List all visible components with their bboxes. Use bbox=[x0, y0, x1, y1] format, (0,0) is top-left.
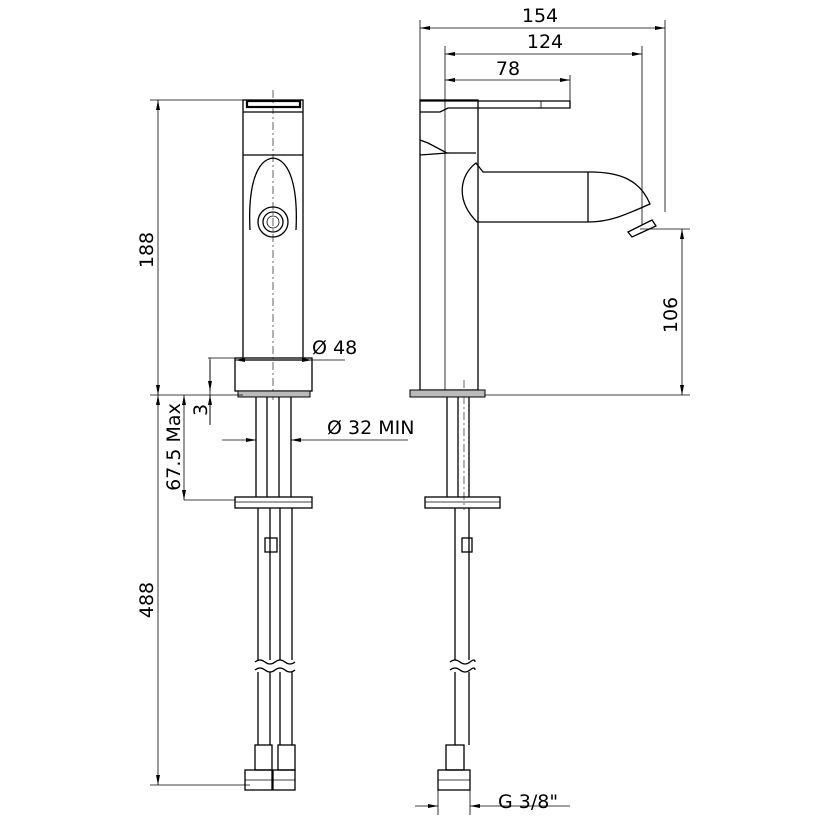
dim-diameter-32-min: Ø 32 MIN bbox=[327, 417, 414, 439]
dim-3: 3 bbox=[190, 404, 212, 416]
dim-67-5-max: 67.5 Max bbox=[163, 403, 185, 491]
spout bbox=[461, 162, 651, 223]
threaded-rods bbox=[255, 397, 292, 497]
lever bbox=[420, 100, 571, 113]
dim-488: 488 bbox=[136, 582, 158, 618]
dim-188: 188 bbox=[136, 232, 158, 268]
front-dimensions: 188 488 Ø 48 3 67.5 Max Ø 32 MIN bbox=[136, 99, 414, 786]
fixing-plate bbox=[234, 496, 313, 509]
dim-124: 124 bbox=[527, 31, 563, 53]
dim-78: 78 bbox=[496, 58, 520, 80]
lever-cap bbox=[245, 99, 302, 109]
dim-thread-g-3-8: G 3/8" bbox=[498, 791, 558, 813]
side-view bbox=[409, 99, 657, 791]
side-dimensions: 154 124 78 106 G 3/8" bbox=[415, 5, 690, 815]
side-aerator bbox=[626, 219, 657, 238]
dim-154: 154 bbox=[522, 5, 558, 27]
base-ring bbox=[234, 357, 313, 392]
front-view bbox=[234, 90, 313, 791]
dim-diameter-48: Ø 48 bbox=[312, 337, 357, 359]
hoses bbox=[244, 508, 296, 791]
dim-106: 106 bbox=[660, 297, 682, 333]
